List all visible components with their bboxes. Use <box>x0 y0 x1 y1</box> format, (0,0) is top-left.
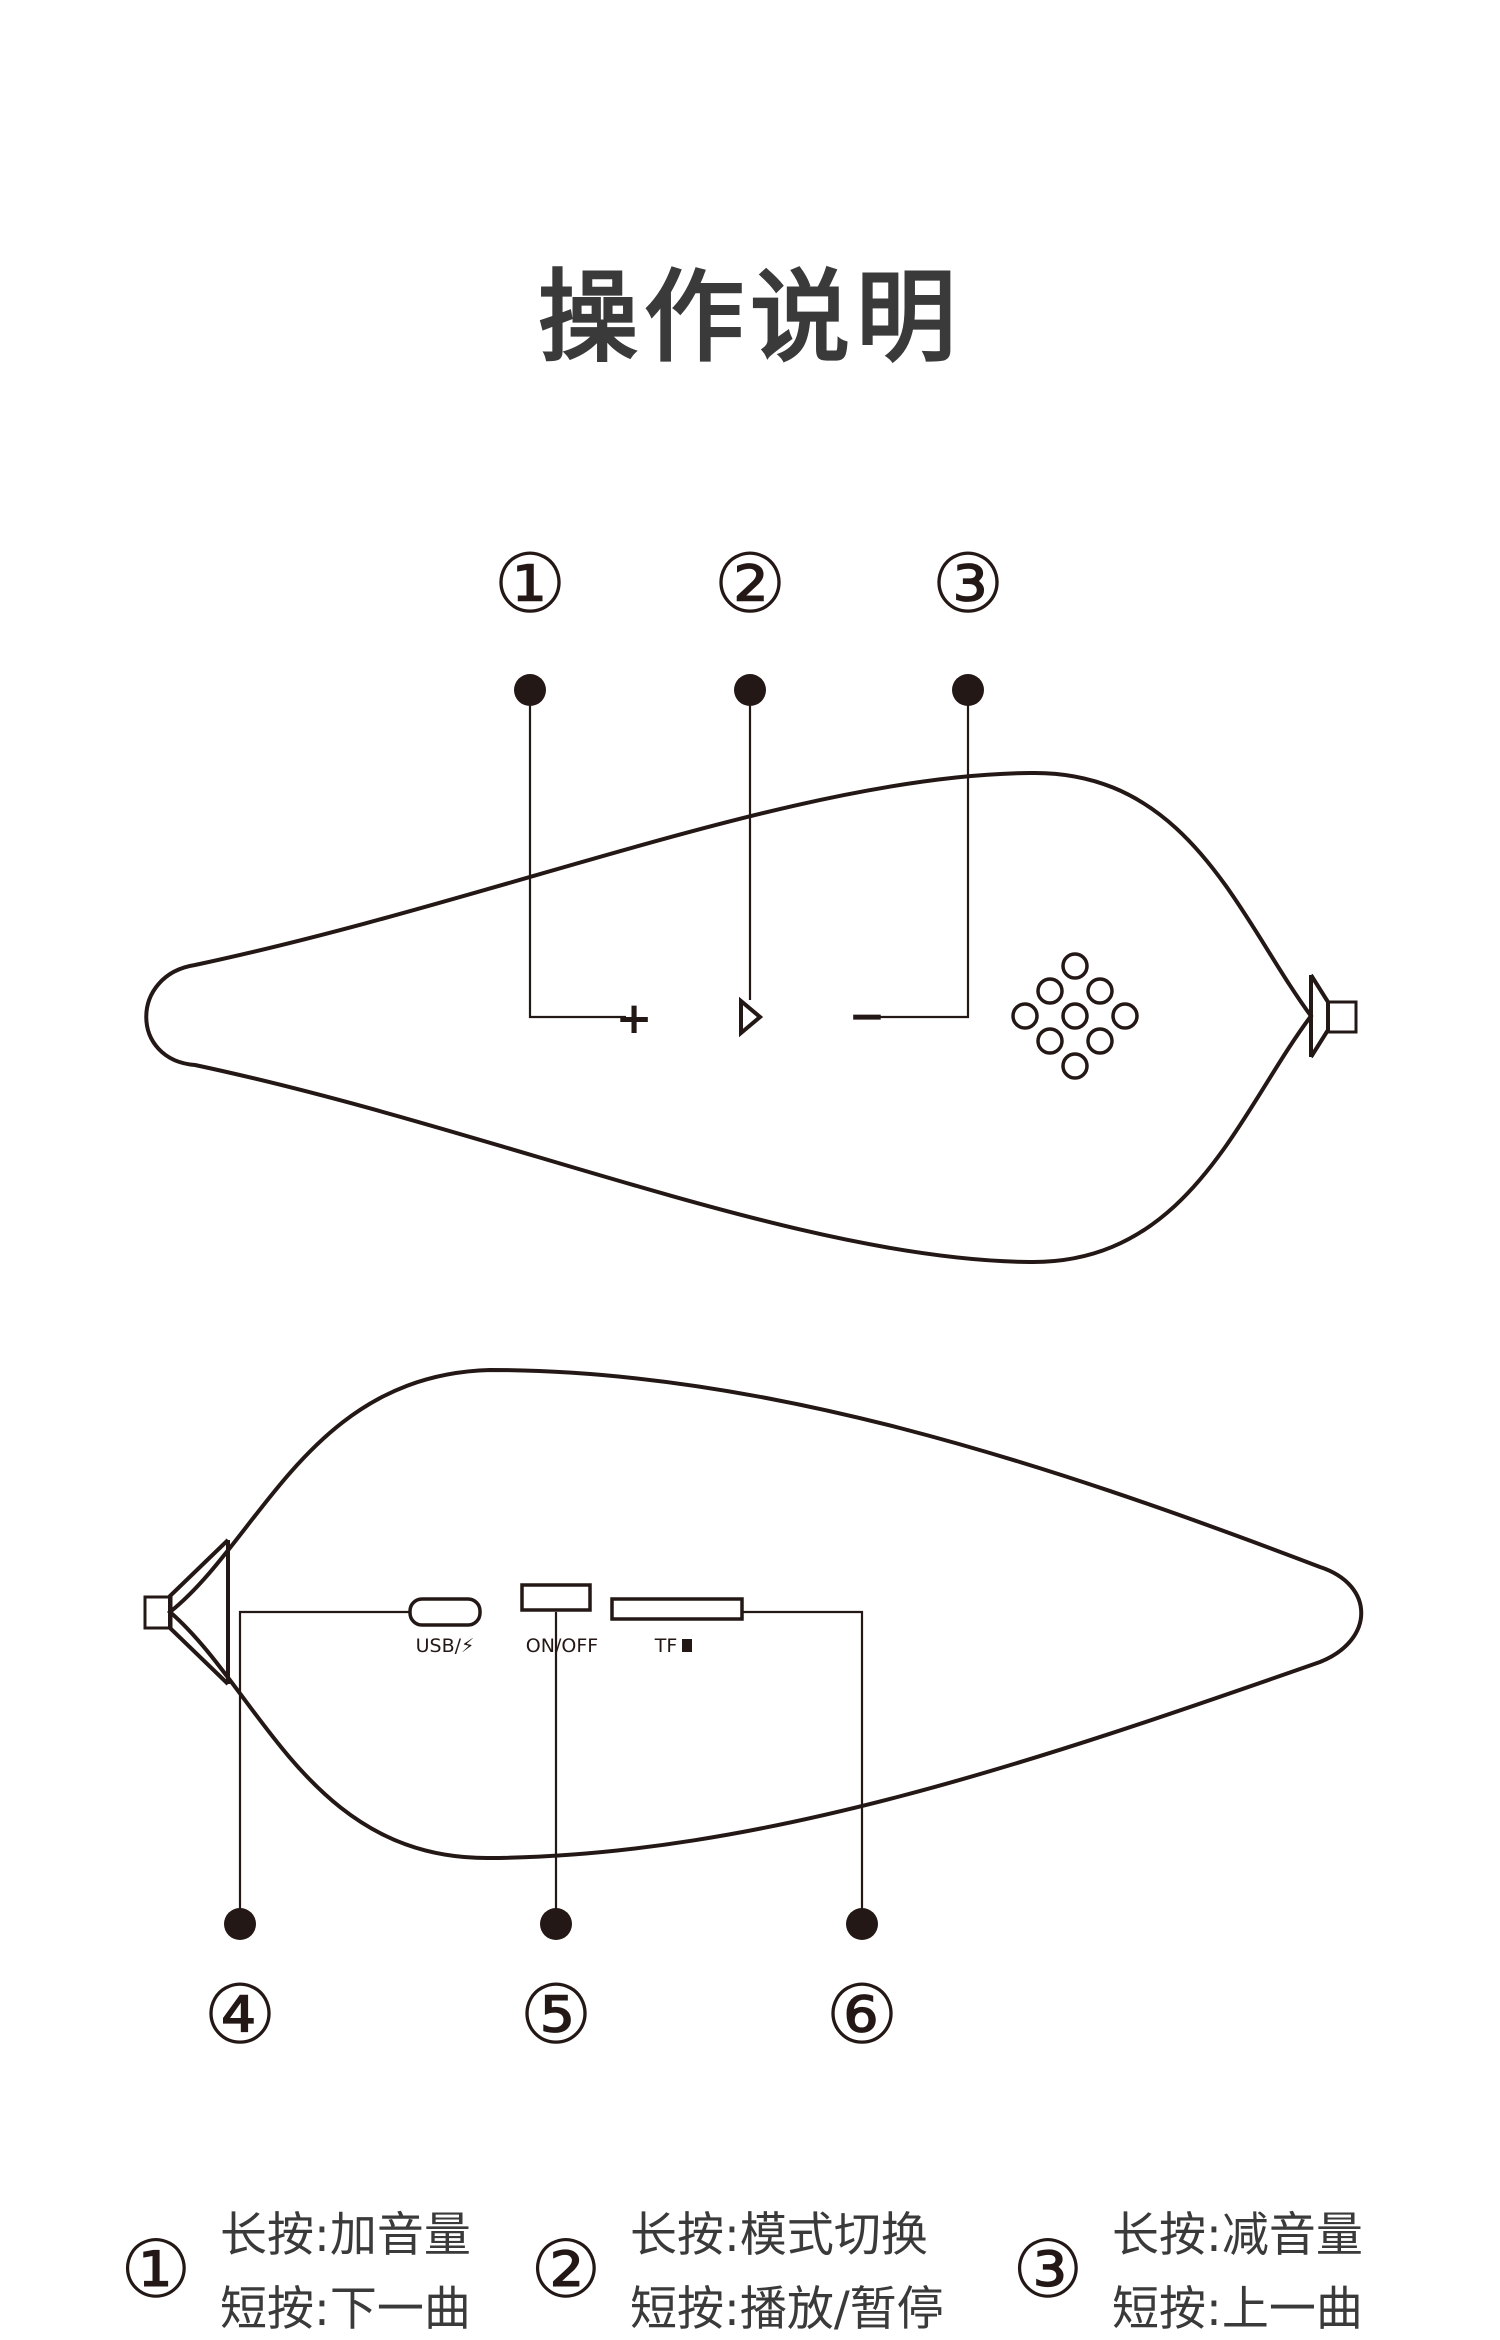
callout-5-number: ⑤ <box>519 1968 593 2063</box>
callout-6-dot <box>846 1908 878 1940</box>
callout-5-dot <box>540 1908 572 1940</box>
callout-2-number: ② <box>713 537 787 632</box>
legend-line-1: 长按:减音量 <box>1112 2208 1363 2263</box>
callout-1-leader <box>528 690 626 1019</box>
legend-line-2: 短按:播放/暂停 <box>630 2282 944 2337</box>
legend-line-1: 长按:模式切换 <box>630 2208 928 2263</box>
device-top-strap-loop <box>1326 1000 1358 1034</box>
callout-4-dot <box>224 1908 256 1940</box>
callout-6-leader <box>742 1610 864 1924</box>
legend-number: ② <box>530 2223 602 2316</box>
callout-3-dot <box>952 674 984 706</box>
page-title: 操作说明 <box>538 259 962 376</box>
usb-port-label: USB/⚡ <box>416 1635 475 1657</box>
play-pause-icon <box>739 996 764 1038</box>
device-top-endcap <box>1309 973 1330 1059</box>
device-top-body <box>144 770 1314 1265</box>
callout-1-dot <box>514 674 546 706</box>
tf-slot-label: TF <box>654 1635 678 1657</box>
tf-card-slot <box>610 1597 744 1621</box>
device-bottom-strap-loop <box>143 1595 173 1630</box>
device-top-view <box>144 690 1358 1265</box>
volume-plus-icon: + <box>616 993 653 1044</box>
legend-number: ① <box>120 2223 192 2316</box>
usb-port <box>408 1597 482 1627</box>
power-switch <box>520 1583 592 1612</box>
callout-2-dot <box>734 674 766 706</box>
power-switch-label: ON/OFF <box>526 1635 598 1657</box>
sd-card-icon <box>682 1639 692 1652</box>
callout-3-leader <box>880 690 970 1019</box>
device-bottom-body <box>166 1367 1364 1861</box>
legend-line-2: 短按:上一曲 <box>1112 2282 1363 2337</box>
legend-number: ③ <box>1012 2223 1084 2316</box>
callout-3-number: ③ <box>931 537 1005 632</box>
callout-1-number: ① <box>493 537 567 632</box>
callout-4-number: ④ <box>203 1968 277 2063</box>
callout-6-number: ⑥ <box>825 1968 899 2063</box>
legend-line-2: 短按:下一曲 <box>220 2282 471 2337</box>
volume-minus-icon: − <box>849 991 886 1042</box>
speaker-grille <box>1011 952 1139 1080</box>
device-bottom-view <box>143 1367 1364 1924</box>
legend-line-1: 长按:加音量 <box>220 2208 471 2263</box>
callout-4-leader <box>238 1610 410 1924</box>
